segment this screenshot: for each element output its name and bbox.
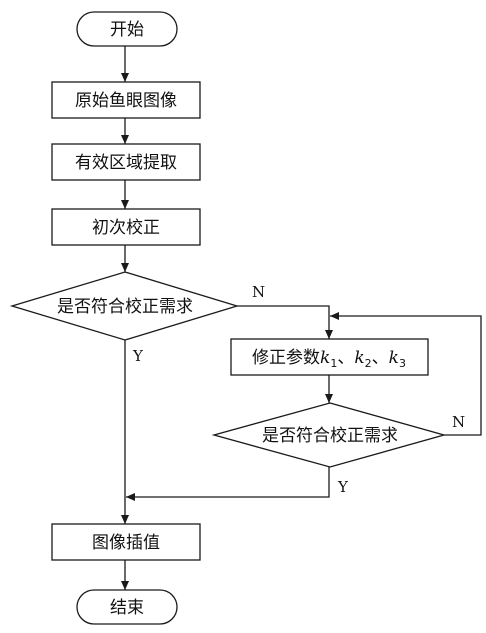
- arrow-decision2-no-loop: [330, 312, 482, 436]
- decision-1-node: 是否符合校正需求: [9, 271, 240, 341]
- arrow-decision2-yes-branch: [126, 467, 330, 501]
- end-label: 结束: [110, 598, 144, 618]
- modify-params-label: 修正参数k1、k2、k3: [252, 348, 406, 370]
- extract-region-label: 有效区域提取: [75, 153, 177, 173]
- param-k2-sub: 2: [365, 357, 372, 370]
- param-separator-1: 、: [337, 348, 354, 368]
- start-label: 开始: [110, 20, 144, 40]
- decision-2-label: 是否符合校正需求: [262, 426, 398, 446]
- param-separator-2: 、: [372, 348, 389, 368]
- param-k1-sub: 1: [330, 357, 337, 370]
- param-k3-sub: 3: [399, 357, 406, 370]
- initial-correction-label: 初次校正: [92, 218, 160, 238]
- extract-region-node: 有效区域提取: [51, 143, 201, 181]
- load-image-node: 原始鱼眼图像: [51, 81, 201, 119]
- interpolation-label: 图像插值: [92, 533, 160, 553]
- start-node: 开始: [76, 11, 178, 47]
- decision1-no-label: N: [252, 283, 265, 301]
- decision-2-node: 是否符合校正需求: [211, 402, 447, 468]
- decision2-no-label: N: [452, 413, 465, 431]
- decision1-yes-label: Y: [132, 347, 144, 365]
- decision-1-label: 是否符合校正需求: [57, 297, 193, 317]
- initial-correction-node: 初次校正: [51, 208, 201, 246]
- modify-params-prefix: 修正参数: [252, 348, 320, 368]
- load-image-label: 原始鱼眼图像: [75, 91, 177, 111]
- param-k1-base: k: [320, 348, 330, 368]
- modify-params-node: 修正参数k1、k2、k3: [230, 338, 429, 376]
- end-node: 结束: [76, 589, 178, 625]
- param-k2-base: k: [354, 348, 364, 368]
- decision2-yes-label: Y: [337, 478, 349, 496]
- arrow-decision1-no-branch: [237, 305, 333, 339]
- interpolation-node: 图像插值: [51, 523, 201, 561]
- param-k3-base: k: [389, 348, 399, 368]
